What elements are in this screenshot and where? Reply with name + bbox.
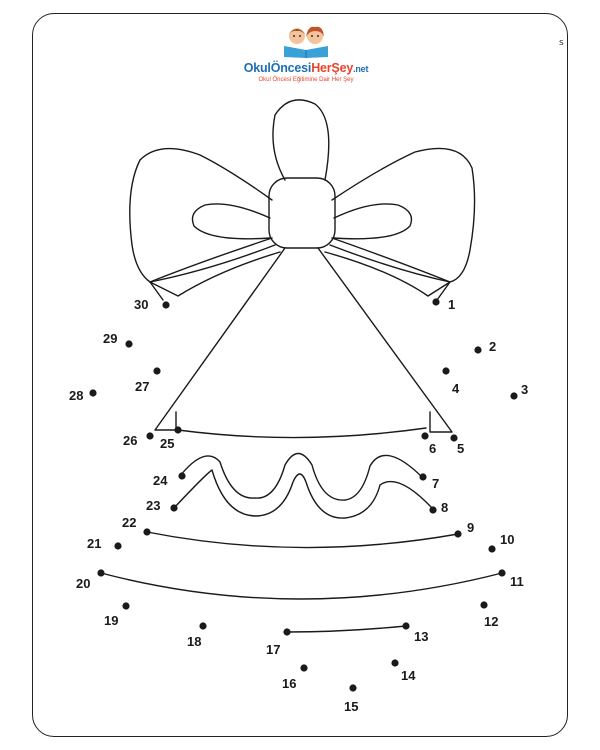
dot-label-6: 6 xyxy=(429,441,436,456)
dot-3 xyxy=(510,392,518,400)
dot-28 xyxy=(89,389,97,397)
dot-label-18: 18 xyxy=(187,634,201,649)
dot-label-10: 10 xyxy=(500,532,514,547)
dot-label-12: 12 xyxy=(484,614,498,629)
dot-23 xyxy=(170,504,178,512)
dress-right-side xyxy=(317,247,453,433)
dot-6 xyxy=(421,432,429,440)
dot-17 xyxy=(283,628,291,636)
dot-label-25: 25 xyxy=(160,436,174,451)
dot-label-30: 30 xyxy=(134,297,148,312)
skirt-curve-lower xyxy=(100,572,503,600)
dot-10 xyxy=(488,545,496,553)
dot-label-13: 13 xyxy=(414,629,428,644)
dot-8 xyxy=(429,506,437,514)
dot-label-11: 11 xyxy=(510,574,524,589)
skirt-curve-upper xyxy=(146,531,459,549)
dot-26 xyxy=(146,432,154,440)
dot-label-8: 8 xyxy=(441,500,448,515)
dot-9 xyxy=(454,530,462,538)
dot-label-27: 27 xyxy=(135,379,149,394)
logo-title: OkulÖncesiHerŞey.net xyxy=(243,61,369,75)
dot-29 xyxy=(125,340,133,348)
dot-14 xyxy=(391,659,399,667)
dot-16 xyxy=(300,664,308,672)
dot-label-19: 19 xyxy=(104,613,118,628)
bow-right-inner-loop xyxy=(333,203,413,240)
dot-25 xyxy=(174,426,182,434)
dot-24 xyxy=(178,472,186,480)
dot-label-9: 9 xyxy=(467,520,474,535)
dot-4 xyxy=(442,367,450,375)
ribbon-right-tail xyxy=(324,244,451,297)
dot-label-2: 2 xyxy=(489,339,496,354)
dot-label-29: 29 xyxy=(103,331,117,346)
dot-21 xyxy=(114,542,122,550)
dot-13 xyxy=(402,622,410,630)
dot-7 xyxy=(419,473,427,481)
dot-20 xyxy=(97,569,105,577)
dot-label-23: 23 xyxy=(146,498,160,513)
dot-label-20: 20 xyxy=(76,576,90,591)
dot-label-26: 26 xyxy=(123,433,137,448)
dot-2 xyxy=(474,346,482,354)
corner-mark: s xyxy=(559,38,564,48)
dot-label-16: 16 xyxy=(282,676,296,691)
dress-hem xyxy=(177,427,427,439)
dot-18 xyxy=(199,622,207,630)
dot-label-5: 5 xyxy=(457,441,464,456)
dot-label-4: 4 xyxy=(452,381,460,396)
dot-1 xyxy=(432,298,440,306)
dot-5 xyxy=(450,434,458,442)
bow-knot xyxy=(268,177,336,249)
dot-label-7: 7 xyxy=(432,476,439,491)
dot-15 xyxy=(349,684,357,692)
dot-22 xyxy=(143,528,151,536)
ruffle-inner xyxy=(173,469,433,519)
dot-30 xyxy=(162,301,170,309)
dot-label-22: 22 xyxy=(122,515,136,530)
dot-label-21: 21 xyxy=(87,536,101,551)
dot-label-1: 1 xyxy=(448,297,455,312)
dot-label-15: 15 xyxy=(344,699,358,714)
worksheet-frame xyxy=(32,13,568,737)
ribbon-left-tail xyxy=(149,244,281,297)
dot-19 xyxy=(122,602,130,610)
site-logo: OkulÖncesiHerŞey.net Okul Öncesi Eğitimi… xyxy=(236,24,376,94)
dot-label-17: 17 xyxy=(266,642,280,657)
ribbon-right-end xyxy=(436,281,451,301)
children-reading-book-icon xyxy=(284,26,328,58)
dot-12 xyxy=(480,601,488,609)
dot-label-24: 24 xyxy=(153,473,168,488)
bow-left-wing xyxy=(129,147,273,283)
dress-left-side xyxy=(154,247,286,431)
bow-left-inner-loop xyxy=(191,203,271,240)
ribbon-left-end xyxy=(149,281,164,301)
bow-top-loop xyxy=(272,99,330,181)
dot-label-14: 14 xyxy=(401,668,416,683)
bow-right-wing xyxy=(331,147,476,283)
dot-11 xyxy=(498,569,506,577)
dot-label-3: 3 xyxy=(521,382,528,397)
dot-27 xyxy=(153,367,161,375)
numbered-dots: 1234567891011121314151617181920212223242… xyxy=(69,297,528,714)
logo-tagline: Okul Öncesi Eğitimine Dair Her Şey xyxy=(258,77,354,83)
ruffle-outer xyxy=(179,452,424,501)
foot-line xyxy=(286,625,407,633)
dot-label-28: 28 xyxy=(69,388,83,403)
